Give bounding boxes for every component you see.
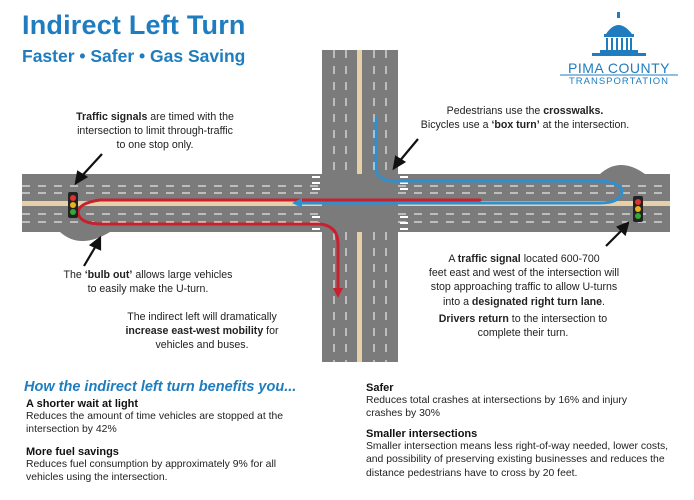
blue-arrowhead [292, 198, 302, 208]
callout-mobility: The indirect left will dramatically incr… [125, 311, 279, 352]
logo-name: PIMA COUNTY [568, 60, 670, 76]
benefit-text: Reduces total crashes at intersections b… [366, 395, 628, 406]
callout-pedestrians: Pedestrians use the crosswalks. Bicycles… [420, 105, 630, 132]
benefit-right-2: Smaller intersections Smaller intersecti… [366, 428, 686, 480]
capitol-dome-icon [560, 12, 678, 76]
benefit-heading: Smaller intersections [366, 428, 478, 440]
benefits-title: How the indirect left turn benefits you.… [24, 379, 297, 395]
benefit-text: distance pedestrians have to cross by 20… [366, 467, 578, 479]
intersection-diagram [22, 50, 670, 362]
benefit-right-1: Safer Reduces total crashes at intersect… [366, 382, 686, 421]
benefit-heading: More fuel savings [26, 446, 119, 458]
benefit-text: Reduces the amount of time vehicles are … [26, 411, 284, 422]
benefit-text: crashes by 30% [366, 408, 440, 420]
traffic-signal-icon [633, 196, 643, 222]
logo-sub: TRANSPORTATION [568, 76, 670, 87]
red-arrowhead [333, 288, 343, 298]
benefit-left-2: More fuel savings Reduces fuel consumpti… [26, 446, 336, 485]
callout-signals: Traffic signals are timed with the inter… [76, 111, 234, 152]
benefit-text: vehicles using the intersection. [26, 472, 168, 484]
benefit-heading: Safer [366, 382, 394, 394]
benefit-text: intersection by 42% [26, 424, 117, 436]
callout-bulb-out: The ‘bulb out’ allows large vehicles to … [63, 269, 233, 296]
page-subtitle: Faster • Safer • Gas Saving [22, 46, 246, 66]
callout-traffic-signal-far: A traffic signal located 600-700 feet ea… [428, 253, 620, 308]
benefit-text: and possibility of preserving existing b… [366, 454, 665, 466]
benefit-left-1: A shorter wait at light Reduces the amou… [26, 398, 336, 437]
page-title: Indirect Left Turn [22, 10, 246, 40]
blue-route [298, 116, 624, 205]
benefit-heading: A shorter wait at light [26, 398, 139, 410]
benefit-text: Reduces fuel consumption by approximatel… [26, 459, 277, 470]
benefit-text: Smaller intersection means less right-of… [366, 441, 669, 452]
callout-drivers-return: Drivers return to the intersection to co… [438, 313, 608, 340]
traffic-signal-icon [68, 192, 78, 218]
red-route [76, 198, 482, 292]
